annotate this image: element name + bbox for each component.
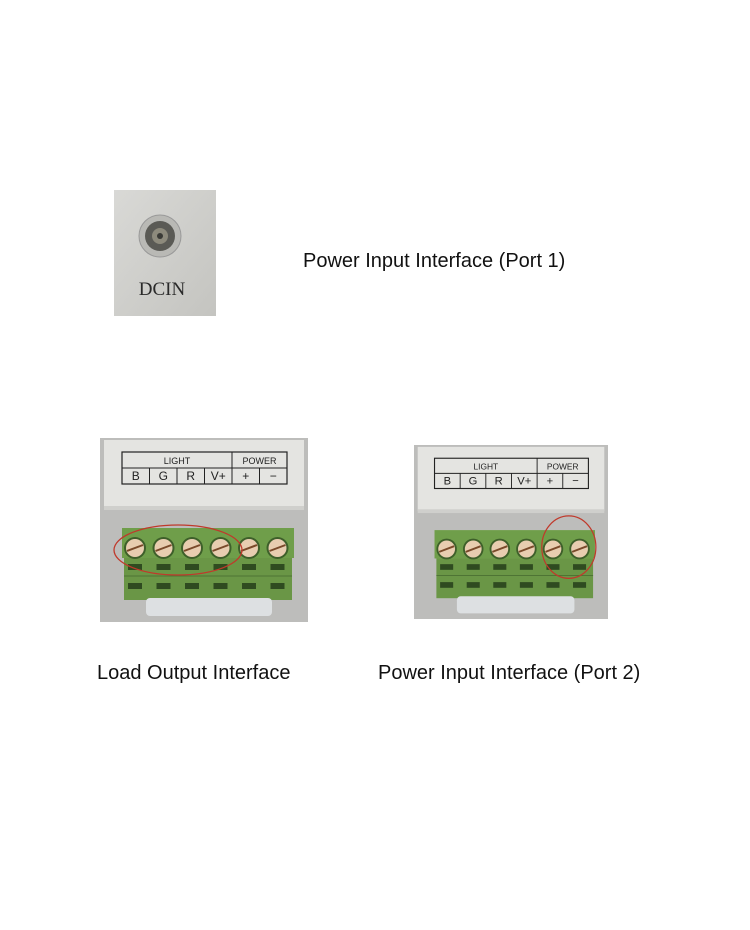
pin-label: − [270,469,277,483]
terminal-screw [516,538,537,560]
highlight-circle [113,524,243,576]
port2-photo: LIGHT POWER B G R V+ + − [414,445,608,619]
terminal-block-image: LIGHT POWER B G R V+ + − [100,438,308,622]
pin-label: − [572,476,579,488]
terminal-block-image: LIGHT POWER B G R V+ + − [414,445,608,619]
dc-jack-photo: DCIN [114,190,216,316]
dcin-label: DCIN [139,279,186,300]
terminal-screw [238,537,260,559]
load-output-caption: Load Output Interface [97,662,291,684]
group-label-light: LIGHT [164,456,191,466]
terminal-screw [152,537,175,559]
terminal-screw [542,538,564,560]
terminal-screw [181,537,203,559]
highlight-circle [541,515,597,579]
pin-label: G [159,469,168,483]
terminal-screw [209,537,232,559]
group-label-power: POWER [242,456,277,466]
dc-jack-image: DCIN [114,190,216,316]
terminal-screw [489,538,511,560]
pin-label: V+ [517,476,531,488]
pin-label: G [469,476,478,488]
group-label-power: POWER [547,462,579,472]
pin-label: V+ [211,469,226,483]
terminal-screw [569,538,590,560]
port2-caption: Power Input Interface (Port 2) [378,662,641,684]
terminal-screw [266,537,289,559]
pin-label: B [444,476,451,488]
port1-caption: Power Input Interface (Port 1) [303,250,566,272]
group-label-light: LIGHT [473,462,498,472]
terminal-screw [462,538,484,560]
terminal-screw [124,537,146,559]
pin-label: + [242,469,249,483]
pin-label: B [132,469,140,483]
pin-label: R [495,476,503,488]
load-output-photo: LIGHT POWER B G R V+ + − [100,438,308,622]
terminal-screw [436,538,457,560]
pin-label: + [547,476,554,488]
pin-label: R [186,469,195,483]
